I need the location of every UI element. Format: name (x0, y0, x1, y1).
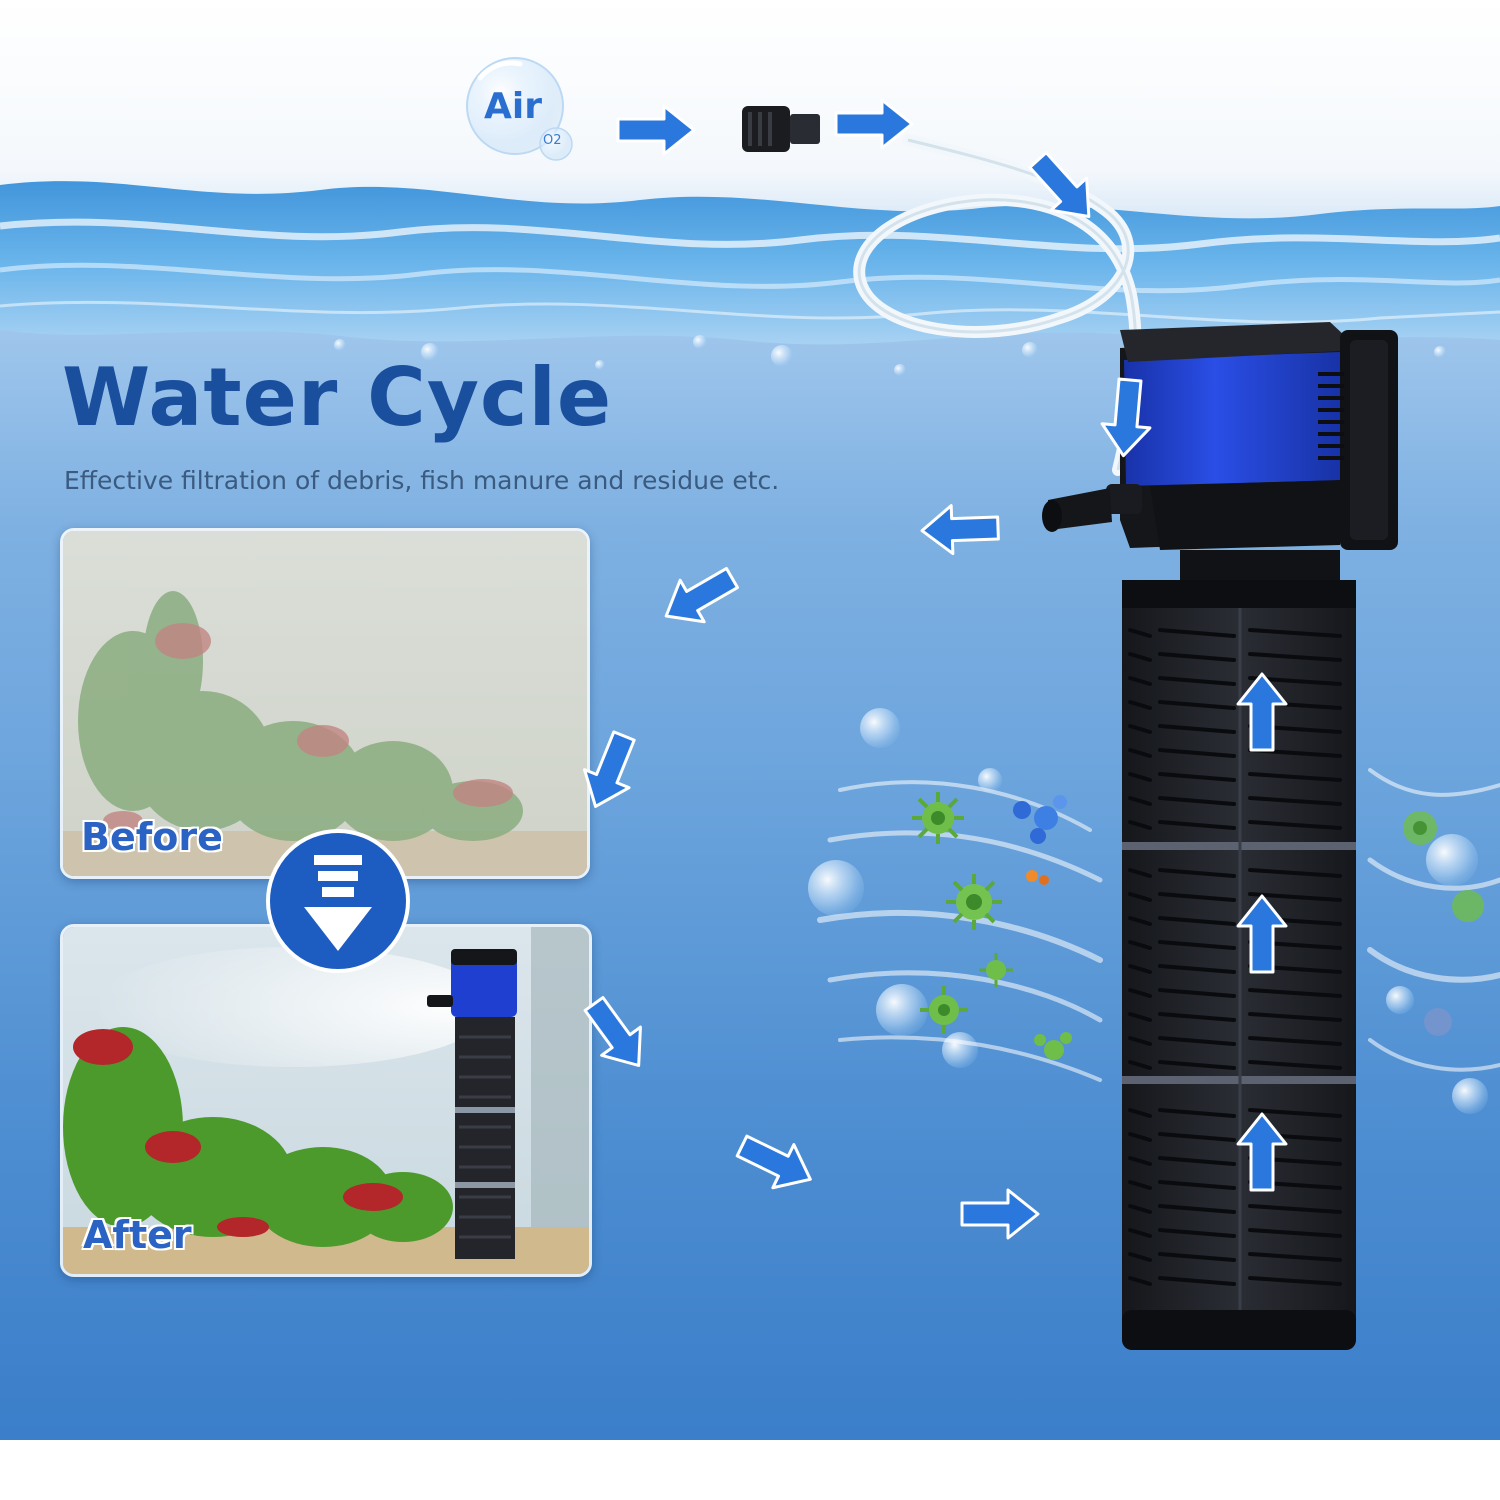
murky-aquarium-image (63, 531, 587, 876)
air-line (742, 106, 1142, 476)
arrow-icon (1236, 672, 1288, 752)
bacteria-icon (946, 874, 1002, 930)
air-label: Air (484, 86, 542, 127)
bacteria-icon (1452, 890, 1484, 922)
bacteria-icon (1424, 1008, 1452, 1036)
arrow-icon (834, 98, 914, 150)
before-photo: Before (60, 528, 590, 879)
pump-head (1042, 322, 1398, 580)
arrow-icon (729, 1122, 823, 1203)
arrow-icon (1018, 142, 1109, 235)
bacteria-icon (920, 986, 968, 1034)
bacteria-icon (1403, 811, 1437, 845)
particle-cluster (1013, 795, 1067, 844)
water-wave-line (0, 300, 1500, 324)
air-bubble-icon (466, 57, 573, 161)
arrow-icon (1097, 376, 1156, 460)
down-arrow-badge-icon (266, 829, 410, 973)
flow-streaks (817, 768, 1500, 1082)
underwater-scene: Air O2 (0, 0, 1500, 1440)
arrow-icon (919, 502, 1001, 557)
arrow-icon (616, 104, 696, 156)
water-wave-line (0, 218, 1500, 253)
clear-aquarium-image (63, 927, 589, 1274)
arrow-icon (1236, 894, 1288, 974)
water-wave-line (0, 262, 1500, 294)
particle-cluster (1026, 870, 1049, 885)
arrow-icon (1236, 1112, 1288, 1192)
air-valve-icon (742, 106, 820, 152)
flow-arrows (571, 98, 1288, 1240)
arrow-icon (573, 988, 660, 1082)
arrow-icon (571, 725, 648, 817)
after-photo: After (60, 924, 592, 1277)
bacteria-group (912, 792, 1484, 1060)
after-label: After (83, 1213, 192, 1257)
filter-cartridge (1122, 580, 1356, 1350)
before-label: Before (81, 815, 223, 859)
page-subtitle: Effective filtration of debris, fish man… (64, 466, 780, 495)
arrow-icon (960, 1188, 1040, 1240)
mini-filter (427, 949, 517, 1259)
arrow-icon (652, 555, 746, 639)
bacteria-icon (912, 792, 964, 844)
o2-label: O2 (543, 133, 562, 148)
aquarium-filter (1042, 322, 1398, 1350)
particle-cluster (1034, 1032, 1072, 1060)
bacteria-icon (979, 953, 1013, 987)
page-title: Water Cycle (62, 351, 613, 444)
